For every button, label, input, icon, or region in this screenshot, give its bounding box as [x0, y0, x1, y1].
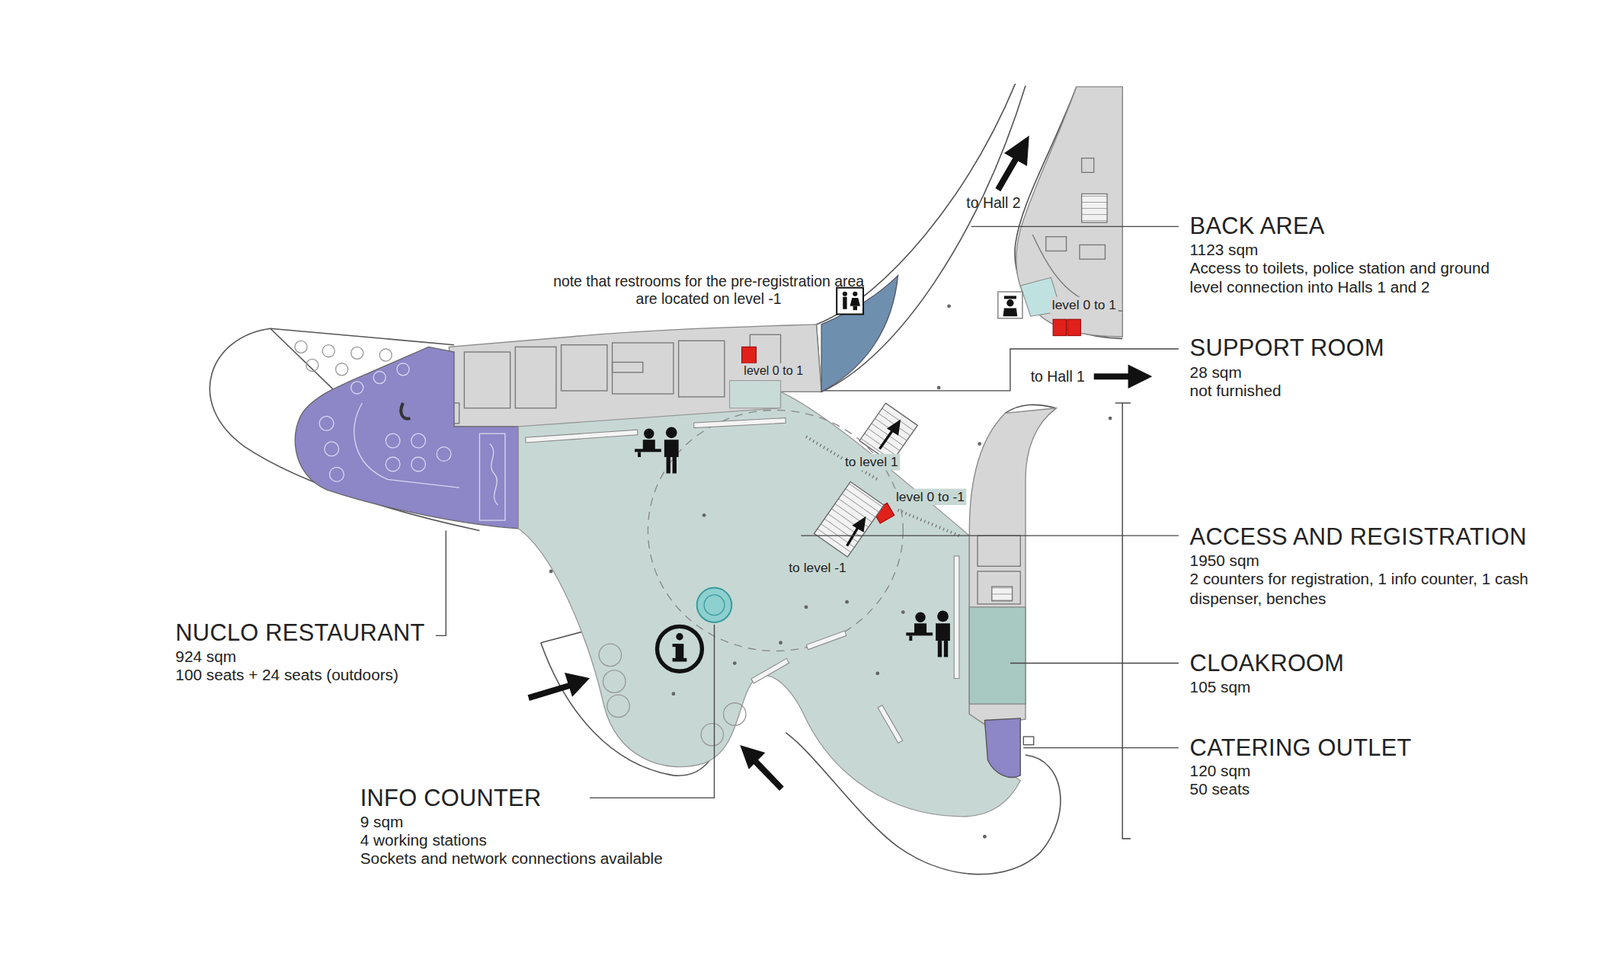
area-heading: CATERING OUTLET — [1190, 734, 1412, 762]
area-heading: ACCESS AND REGISTRATION — [1190, 523, 1527, 551]
cloakroom — [969, 607, 1026, 704]
outer-outline — [209, 83, 1131, 875]
area-description: 50 seats — [1190, 780, 1250, 800]
toilet-figures — [842, 291, 861, 311]
area-description: 2 counters for registration, 1 info coun… — [1190, 570, 1552, 609]
area-description: Access to toilets, police station and gr… — [1190, 259, 1522, 298]
restaurant-furniture — [319, 363, 506, 521]
level-label: level 0 to 1 — [742, 363, 806, 378]
access-area — [518, 391, 1021, 817]
catering-outlet — [984, 718, 1021, 778]
trees — [598, 643, 746, 746]
info-symbol — [657, 626, 703, 672]
area-size: 120 sqm — [1190, 761, 1252, 781]
catering-mark — [1023, 736, 1034, 746]
dashed-circle — [647, 409, 903, 651]
area-description: not furnished — [1190, 381, 1282, 401]
service-rooms — [426, 334, 781, 424]
level-label: level 0 to -1 — [893, 489, 967, 506]
direction-label: to Hall 1 — [1030, 368, 1085, 386]
right-rooms — [977, 535, 1021, 605]
area-size: 924 sqm — [175, 647, 237, 667]
note-text: note that restrooms for the pre-registra… — [543, 273, 875, 310]
registration-counter-icon — [634, 426, 951, 657]
level-label: level 0 to 1 — [1049, 297, 1119, 314]
support-room — [729, 380, 781, 409]
area-heading: SUPPORT ROOM — [1190, 334, 1385, 362]
benches — [525, 418, 960, 744]
area-size: 28 sqm — [1190, 363, 1242, 383]
toilet-icon — [836, 288, 864, 315]
area-heading: INFO COUNTER — [360, 784, 542, 812]
info-counter-inner — [704, 595, 725, 616]
restaurant-area — [294, 346, 519, 528]
area-description: 4 working stations — [360, 832, 487, 852]
area-size: 9 sqm — [360, 812, 404, 832]
restroom-area — [821, 275, 898, 393]
police-icon — [998, 291, 1023, 319]
area-description: 100 seats + 24 seats (outdoors) — [175, 666, 399, 686]
area-heading: CLOAKROOM — [1190, 649, 1345, 677]
area-description: Sockets and network connections availabl… — [360, 850, 663, 870]
columns — [549, 304, 1113, 839]
area-heading: BACK AREA — [1190, 212, 1325, 240]
lift-symbols — [742, 319, 1082, 524]
level-label: to level 1 — [842, 454, 900, 471]
leader-lines — [435, 226, 1179, 798]
direction-arrows — [528, 136, 1152, 789]
police-figure — [1003, 295, 1018, 317]
info-counter-ring — [697, 587, 733, 623]
area-size: 1950 sqm — [1190, 552, 1260, 572]
back-area — [1016, 86, 1123, 337]
direction-label: to Hall 2 — [966, 195, 1021, 213]
level-label: to level -1 — [787, 560, 849, 576]
right-strip — [969, 408, 1056, 725]
area-size: 105 sqm — [1190, 678, 1252, 698]
stairs — [806, 403, 960, 557]
area-size: 1123 sqm — [1190, 240, 1259, 260]
area-heading: NUCLO RESTAURANT — [175, 619, 425, 647]
